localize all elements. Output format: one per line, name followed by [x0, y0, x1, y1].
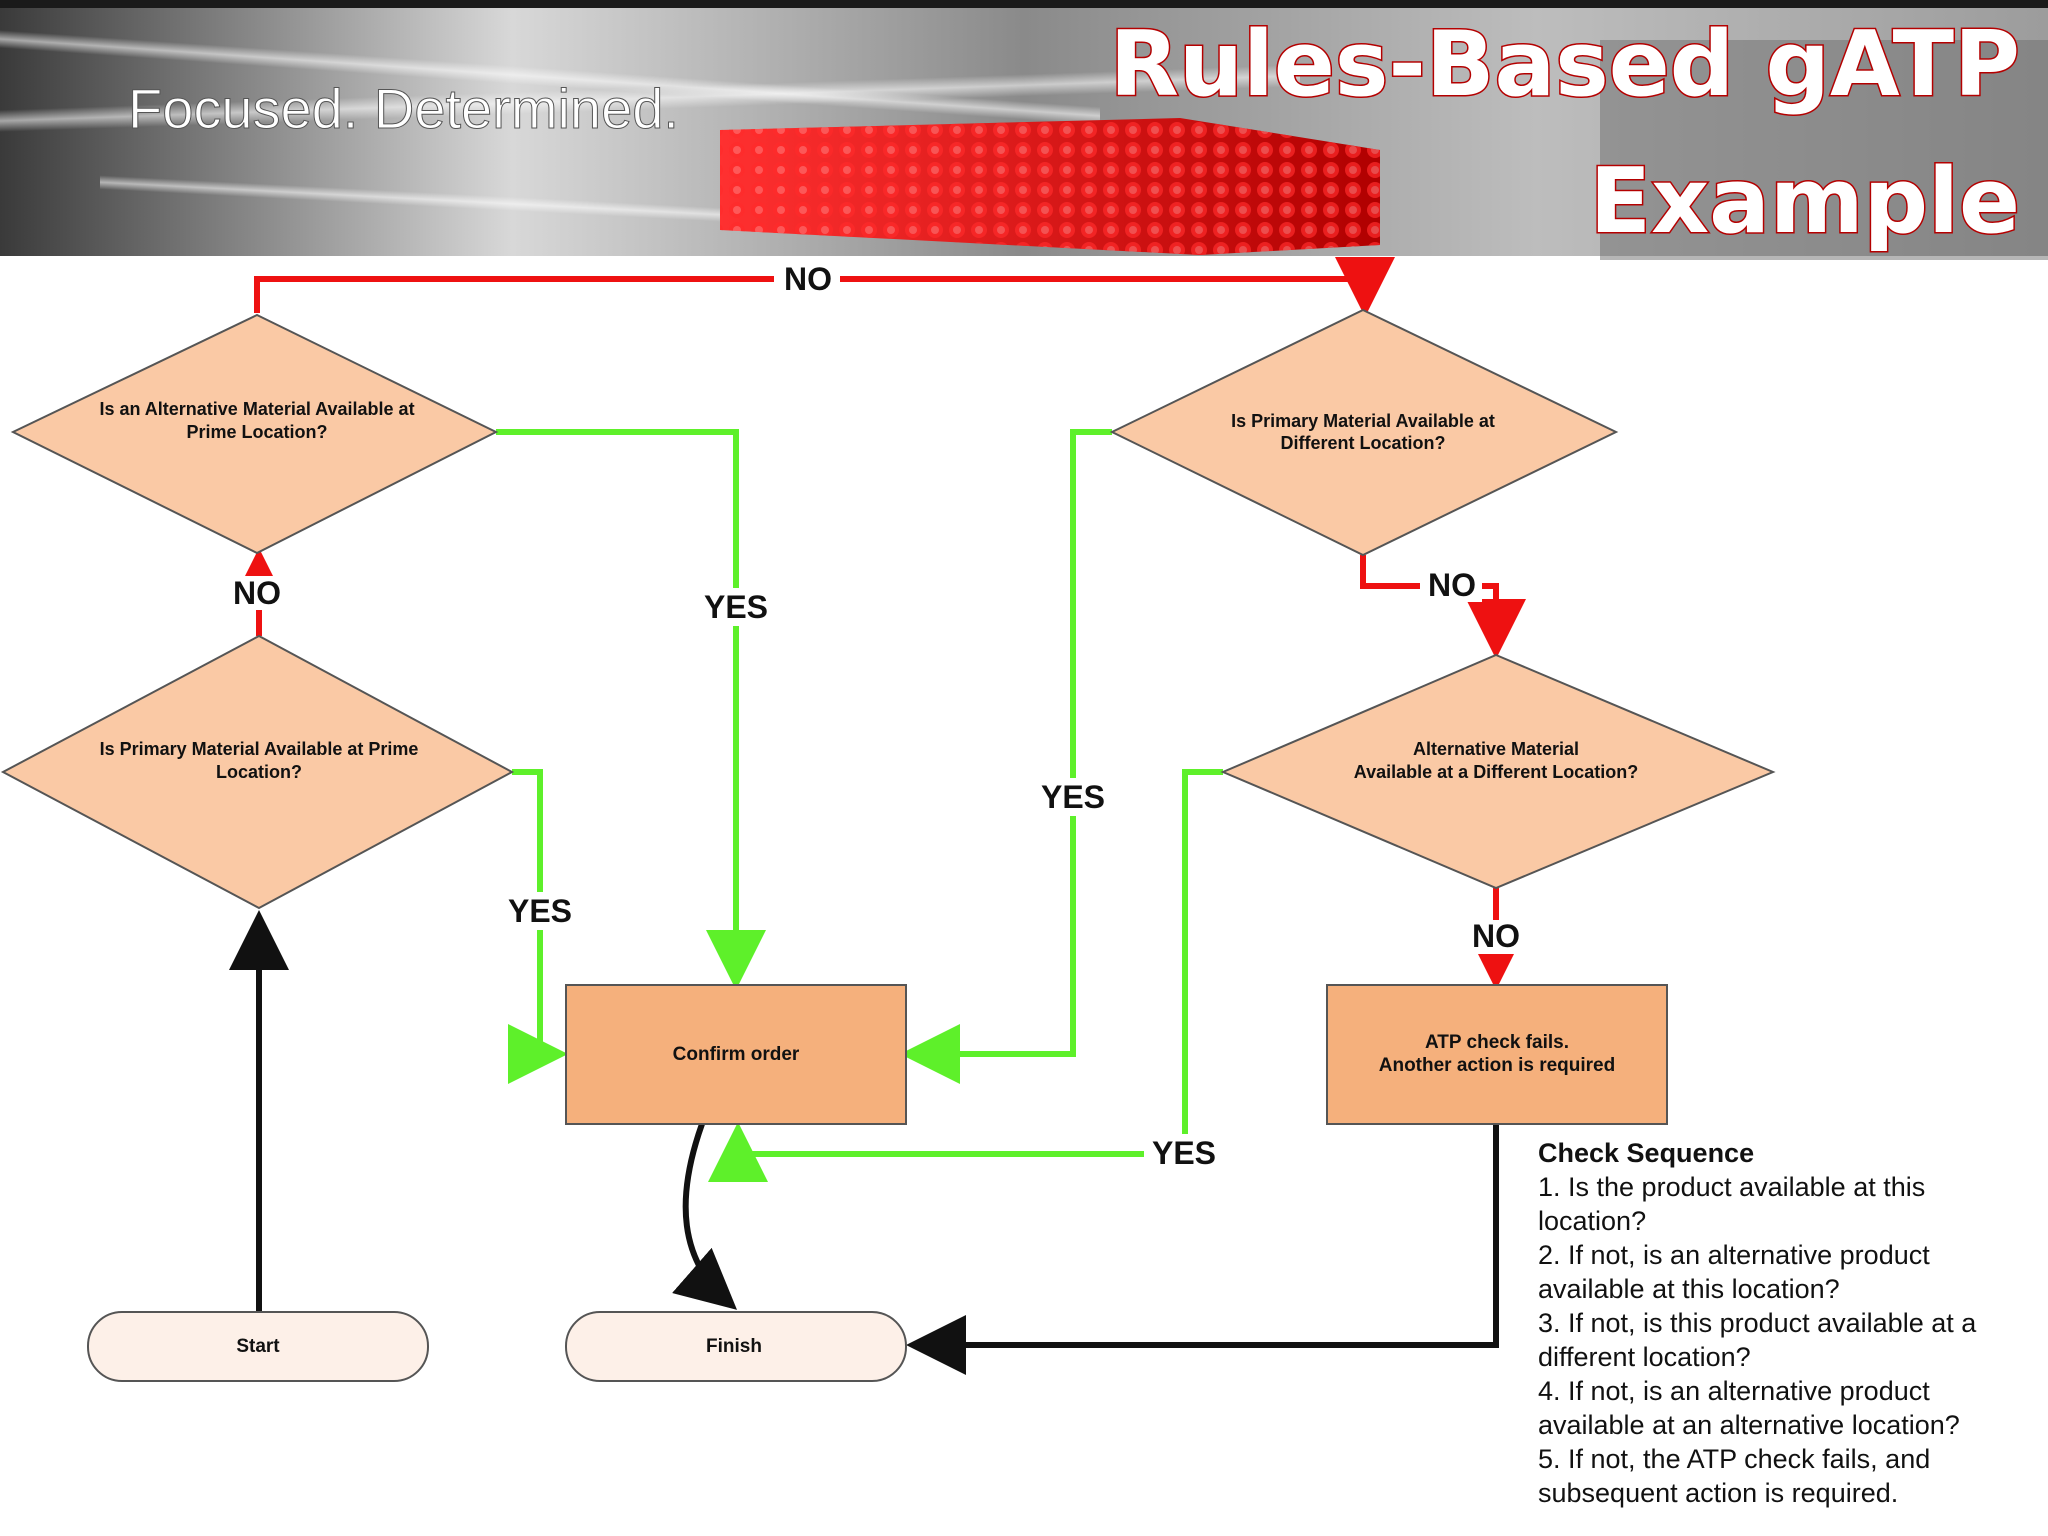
- banner-title-line1: Rules-Based gATP: [1110, 12, 2020, 117]
- process-atp-fail-label-2: Another action is required: [1379, 1055, 1615, 1076]
- check-sequence-item: 3. If not, is this product available at …: [1538, 1308, 1977, 1372]
- decision-alt-diff-label-1: Alternative Material: [1413, 739, 1579, 759]
- flow-connectors: [229, 910, 1499, 1375]
- label-no-bottom-right: NO: [1472, 918, 1520, 954]
- label-yes-right: YES: [1041, 779, 1105, 815]
- label-no-top: NO: [784, 261, 832, 297]
- header-banner: Focused. Determined. Rules-Based gATP Ex…: [0, 0, 2048, 260]
- edge-alt-prime-to-confirm: [496, 429, 766, 990]
- check-sequence-title: Check Sequence: [1538, 1138, 1755, 1168]
- check-sequence-list: 1. Is the product available at this loca…: [1538, 1170, 2038, 1510]
- edge-fail-to-finish: [906, 1124, 1499, 1375]
- check-sequence-item: 5. If not, the ATP check fails, and subs…: [1538, 1444, 1931, 1508]
- process-confirm-order: Confirm order: [565, 984, 907, 1125]
- label-yes-bottom: YES: [1152, 1135, 1216, 1171]
- process-atp-fail: ATP check fails. Another action is requi…: [1326, 984, 1668, 1125]
- label-yes-center: YES: [704, 589, 768, 625]
- decision-primary-diff-label-2: Different Location?: [1281, 433, 1446, 453]
- terminal-start: Start: [87, 1311, 429, 1382]
- check-sequence: Check Sequence 1. Is the product availab…: [1538, 1136, 2038, 1510]
- process-atp-fail-label-1: ATP check fails.: [1425, 1032, 1569, 1053]
- check-sequence-item: 2. If not, is an alternative product ava…: [1538, 1240, 1930, 1304]
- terminal-finish-label: Finish: [706, 1336, 762, 1357]
- decision-primary-diff: Is Primary Material Available at Differe…: [1109, 308, 1619, 557]
- decision-primary-prime-label-1: Is Primary Material Available at Prime: [100, 739, 419, 759]
- decision-alt-prime-label-1: Is an Alternative Material Available at: [99, 399, 414, 419]
- decision-alt-diff-label-2: Available at a Different Location?: [1354, 762, 1638, 782]
- terminal-finish: Finish: [565, 1311, 907, 1382]
- terminal-start-label: Start: [236, 1336, 280, 1357]
- decision-alt-diff: Alternative Material Available at a Diff…: [1220, 653, 1776, 890]
- decision-primary-diff-label-1: Is Primary Material Available at: [1231, 411, 1495, 431]
- check-sequence-item: 4. If not, is an alternative product ava…: [1538, 1376, 1960, 1440]
- process-confirm-order-label: Confirm order: [673, 1044, 800, 1065]
- banner-title-line2: Example: [1590, 149, 2020, 254]
- banner-slogan: Focused. Determined.: [128, 77, 679, 140]
- decision-alt-prime-label-2: Prime Location?: [186, 422, 327, 442]
- edge-primary-diff-to-confirm: [900, 429, 1112, 1084]
- decision-alt-prime: Is an Alternative Material Available at …: [10, 313, 499, 555]
- label-yes-left: YES: [508, 893, 572, 929]
- decision-primary-prime: Is Primary Material Available at Prime L…: [0, 634, 515, 910]
- decision-primary-prime-label-2: Location?: [216, 762, 302, 782]
- label-no-right: NO: [1428, 567, 1476, 603]
- label-no-left: NO: [233, 575, 281, 611]
- check-sequence-item: 1. Is the product available at this loca…: [1538, 1172, 1926, 1236]
- edge-confirm-to-finish: [672, 1122, 738, 1310]
